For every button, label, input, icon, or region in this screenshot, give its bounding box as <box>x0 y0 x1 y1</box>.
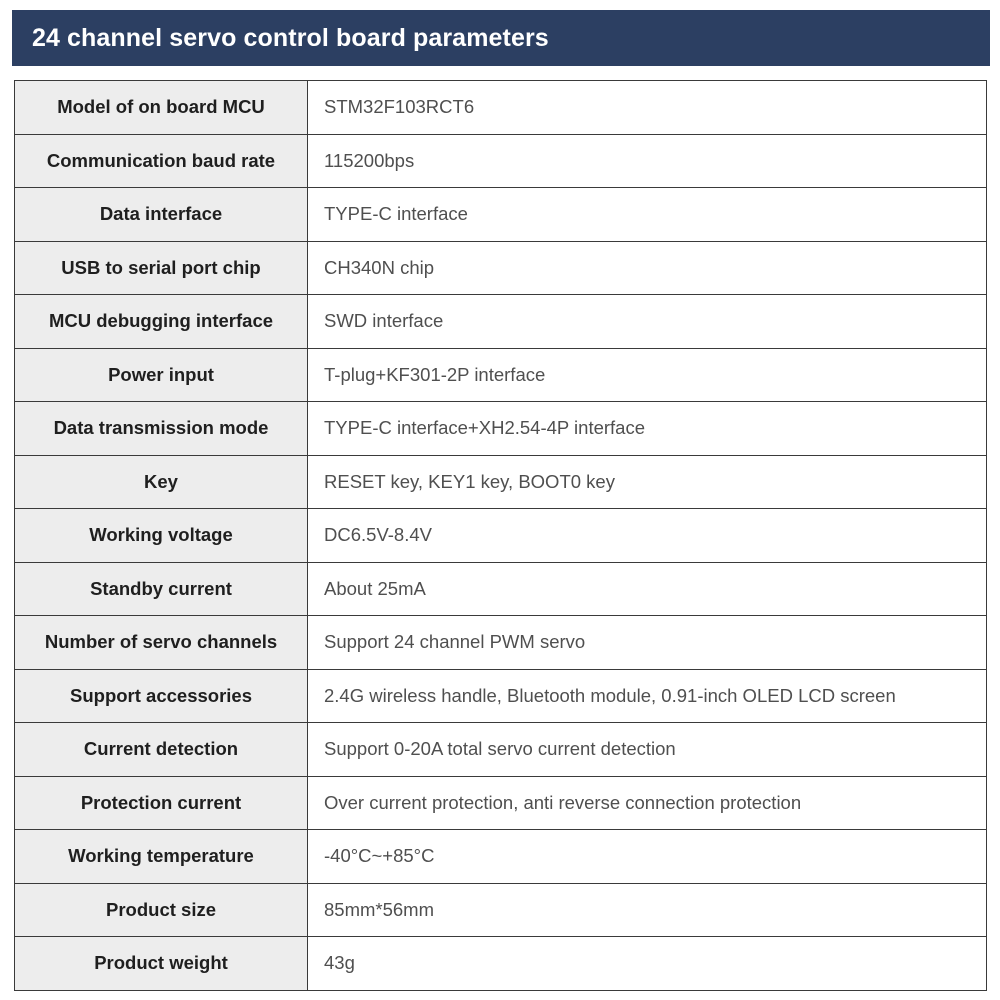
table-row: Working temperature-40°C~+85°C <box>14 829 987 884</box>
parameter-label-cell: MCU debugging interface <box>14 294 308 349</box>
parameter-label-cell: Key <box>14 454 308 509</box>
parameter-label-cell: Working voltage <box>14 508 308 563</box>
parameter-label-cell: USB to serial port chip <box>14 240 308 295</box>
parameter-value-cell: 2.4G wireless handle, Bluetooth module, … <box>307 668 987 723</box>
parameter-value-cell: DC6.5V-8.4V <box>307 508 987 563</box>
parameter-value-cell: Support 0-20A total servo current detect… <box>307 722 987 777</box>
parameter-label-cell: Product weight <box>14 936 308 991</box>
parameter-value-cell: T-plug+KF301-2P interface <box>307 347 987 402</box>
parameter-value-cell: 43g <box>307 936 987 991</box>
parameter-label-cell: Data interface <box>14 187 308 242</box>
parameter-value-cell: 85mm*56mm <box>307 882 987 937</box>
parameter-value-cell: CH340N chip <box>307 240 987 295</box>
parameter-value-cell: RESET key, KEY1 key, BOOT0 key <box>307 454 987 509</box>
parameter-value-cell: TYPE-C interface <box>307 187 987 242</box>
page-title-banner: 24 channel servo control board parameter… <box>12 10 990 66</box>
page-title: 24 channel servo control board parameter… <box>32 23 549 52</box>
parameter-label-cell: Data transmission mode <box>14 401 308 456</box>
parameter-label-cell: Support accessories <box>14 668 308 723</box>
parameter-value-cell: -40°C~+85°C <box>307 829 987 884</box>
parameter-value-cell: TYPE-C interface+XH2.54-4P interface <box>307 401 987 456</box>
parameter-label-cell: Communication baud rate <box>14 133 308 188</box>
parameter-label-cell: Protection current <box>14 775 308 830</box>
parameter-value-cell: About 25mA <box>307 561 987 616</box>
parameter-label-cell: Working temperature <box>14 829 308 884</box>
parameter-label-cell: Model of on board MCU <box>14 80 308 135</box>
parameter-label-cell: Number of servo channels <box>14 615 308 670</box>
parameter-label-cell: Product size <box>14 882 308 937</box>
parameter-label-cell: Power input <box>14 347 308 402</box>
parameter-label-cell: Current detection <box>14 722 308 777</box>
parameter-value-cell: Support 24 channel PWM servo <box>307 615 987 670</box>
parameter-value-cell: SWD interface <box>307 294 987 349</box>
parameter-label-cell: Standby current <box>14 561 308 616</box>
parameter-value-cell: STM32F103RCT6 <box>307 80 987 135</box>
parameter-value-cell: 115200bps <box>307 133 987 188</box>
parameter-value-cell: Over current protection, anti reverse co… <box>307 775 987 830</box>
